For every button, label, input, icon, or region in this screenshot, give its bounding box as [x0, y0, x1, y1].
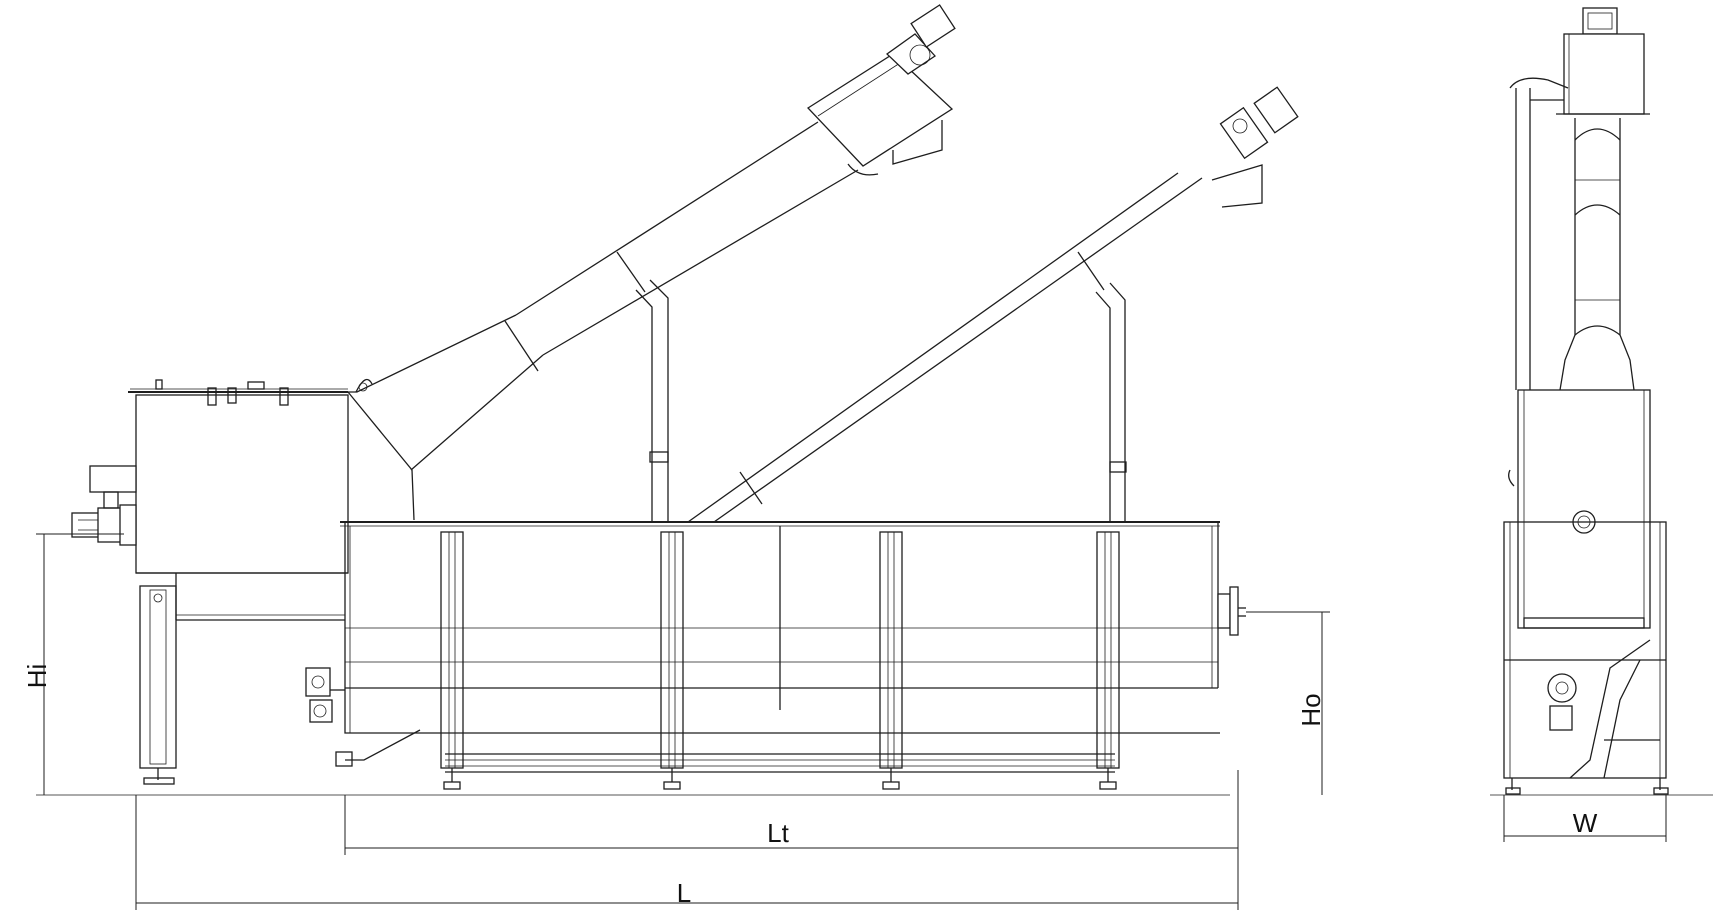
tank-column-4: [1096, 531, 1120, 790]
end-view-frame: [1503, 521, 1669, 795]
end-view: W: [1490, 7, 1713, 842]
drive-gearmotor: [305, 667, 345, 723]
dimension-label-hi: Hi: [22, 664, 52, 689]
tank-column-1: [440, 531, 464, 790]
main-tank: [335, 521, 1220, 773]
left-leg: [139, 585, 177, 785]
end-view-tube: [1559, 118, 1635, 391]
dimension-label-w: W: [1573, 808, 1598, 838]
dimension-label-lt: Lt: [767, 818, 789, 848]
dimension-Lt: Lt: [344, 770, 1239, 855]
tank-column-3: [879, 531, 903, 790]
dimension-Ho: Ho: [1246, 611, 1330, 795]
end-view-side-pipe: [1508, 77, 1569, 487]
dimension-label-l: L: [677, 878, 691, 908]
inlet-valve: [71, 465, 137, 546]
end-view-hopper: [1517, 389, 1651, 629]
side-view: Hi Ho Lt L: [22, 4, 1330, 910]
end-view-motor: [1582, 7, 1618, 35]
tank-column-2: [660, 531, 684, 790]
inlet-hopper: [128, 379, 415, 621]
dimension-label-ho: Ho: [1296, 693, 1326, 726]
end-view-head-box: [1556, 33, 1650, 115]
dimension-L: L: [135, 795, 1239, 910]
dimension-W: W: [1503, 795, 1667, 842]
screw-conveyor-1: [348, 4, 956, 522]
outlet-flange: [1217, 586, 1246, 636]
dimension-Hi: Hi: [22, 533, 124, 795]
screw-conveyor-2: [687, 86, 1299, 523]
